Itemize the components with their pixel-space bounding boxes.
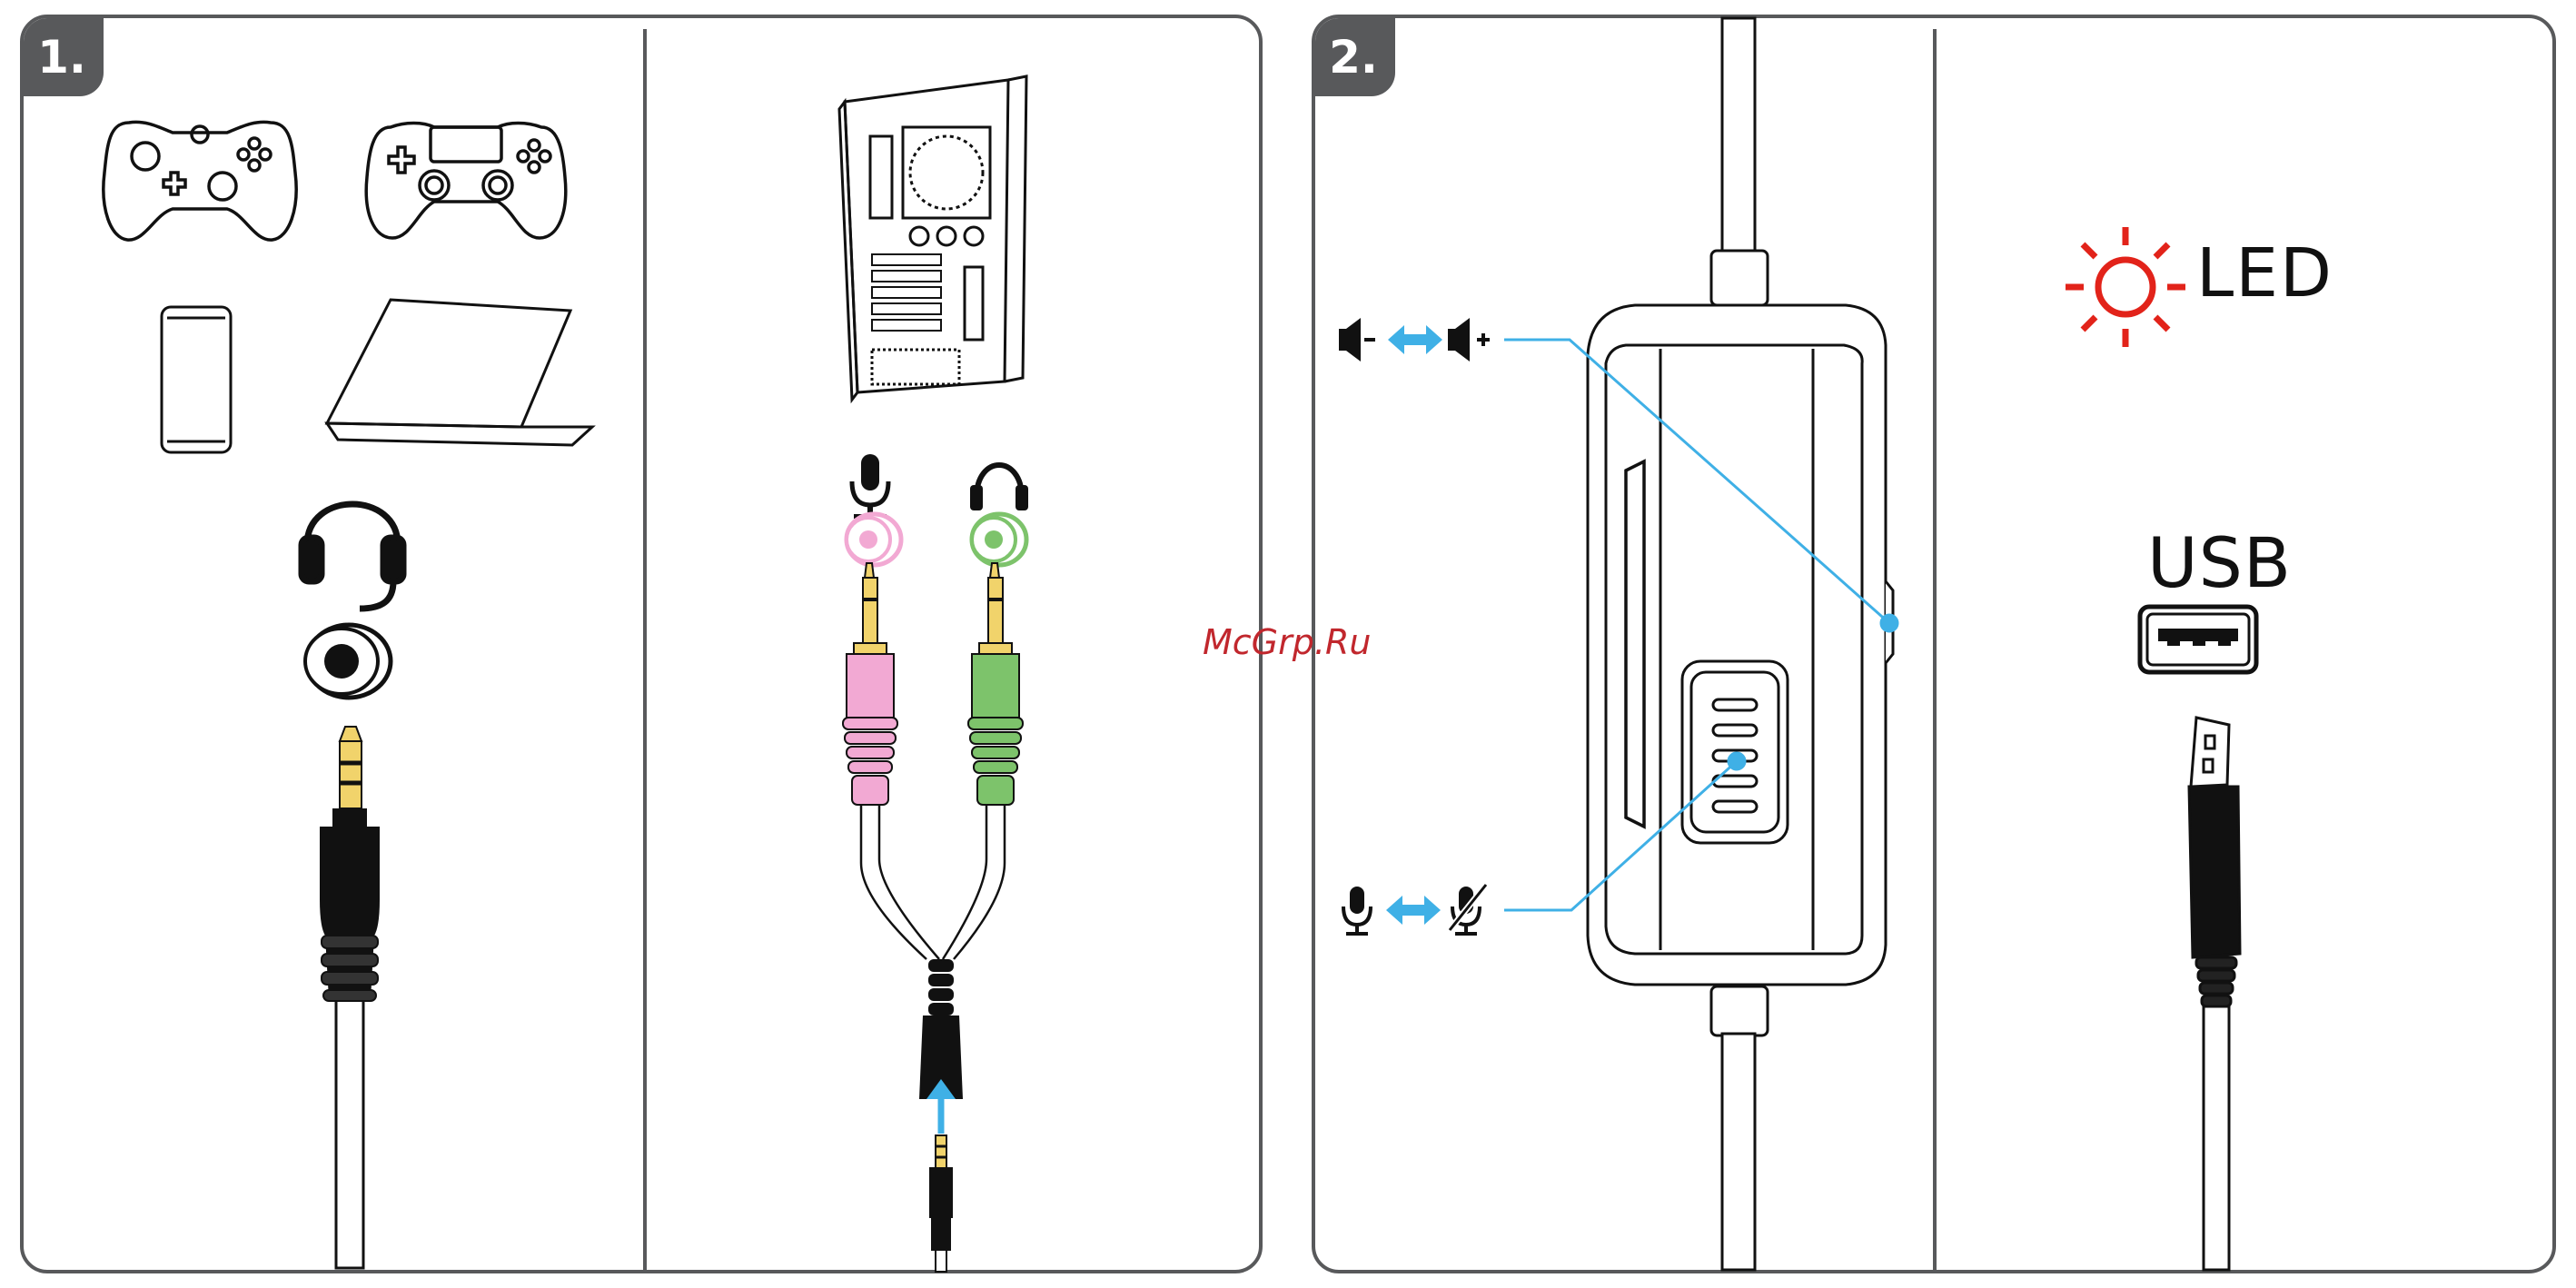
microphone-socket-icon	[847, 514, 901, 565]
speaker-plus-icon	[1448, 318, 1490, 362]
smartphone-icon	[162, 307, 231, 452]
usb-port-icon	[2140, 607, 2256, 672]
double-arrow-icon	[1388, 325, 1442, 354]
headset-icon	[302, 504, 403, 609]
usb-label: USB	[2147, 522, 2292, 603]
green-headphone-plug	[968, 563, 1023, 805]
headphone-socket-icon	[972, 514, 1026, 565]
y-splitter-joint	[919, 959, 963, 1099]
led-sun-icon	[2066, 227, 2185, 347]
inline-remote-body	[1588, 305, 1893, 985]
headphones-icon	[970, 465, 1028, 510]
laptop-icon	[327, 300, 592, 445]
playstation-controller-icon	[366, 124, 566, 239]
xbox-controller-icon	[104, 122, 296, 240]
microphone-icon	[1343, 887, 1371, 936]
pc-tower-icon	[839, 76, 1026, 400]
speaker-minus-icon	[1339, 318, 1375, 362]
headset-four-pole-plug	[930, 1135, 952, 1272]
led-label: LED	[2196, 234, 2333, 312]
microphone-icon	[852, 454, 888, 519]
four-pole-jack-plug	[320, 727, 380, 1268]
watermark-text: McGrp.Ru	[1203, 622, 1371, 662]
double-arrow-icon	[1386, 896, 1441, 925]
combo-audio-socket-icon	[305, 625, 391, 698]
pink-microphone-plug	[843, 563, 897, 805]
y-splitter-cable	[861, 805, 1005, 959]
usb-plug-icon	[2189, 718, 2240, 1270]
microphone-muted-icon	[1450, 885, 1486, 936]
